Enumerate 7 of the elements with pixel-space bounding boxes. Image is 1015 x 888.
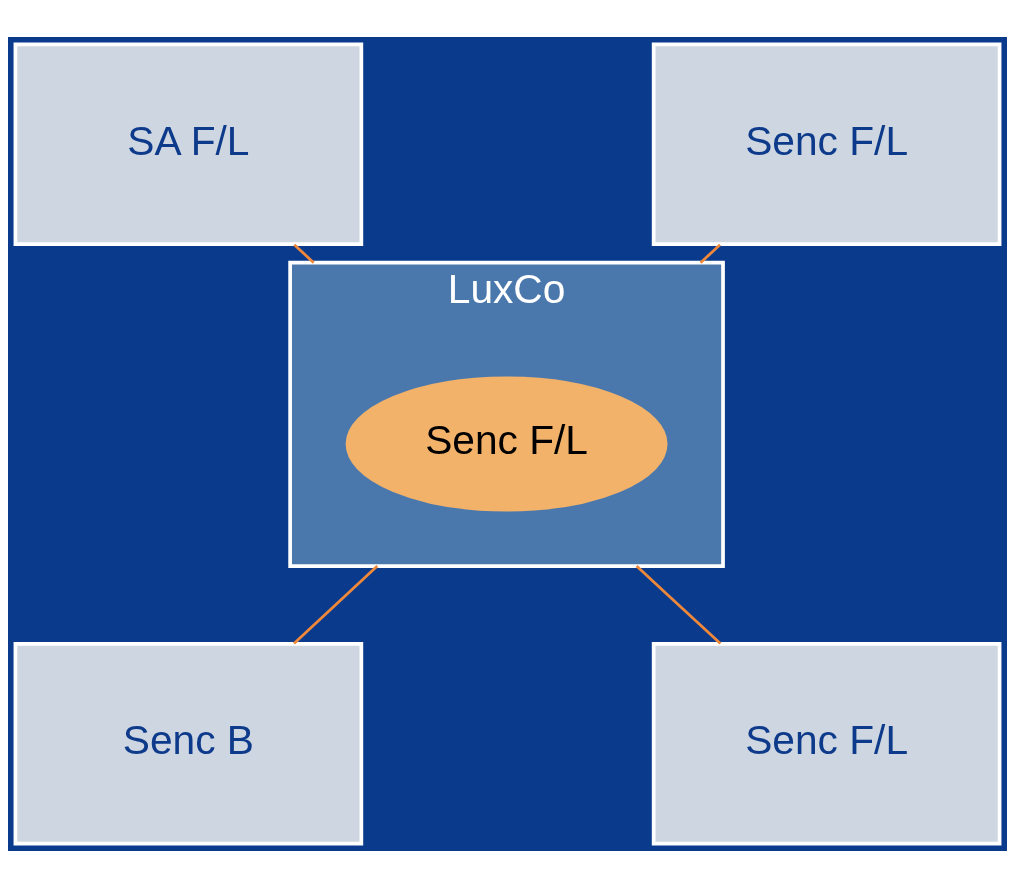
node-box: SA F/L xyxy=(13,42,364,247)
node-box: Senc B xyxy=(13,641,364,846)
node-ellipse: Senc F/L xyxy=(345,376,668,512)
node-box: Senc F/L xyxy=(651,42,1002,247)
node-box: Senc F/L xyxy=(651,641,1002,846)
connector xyxy=(635,565,722,645)
connector xyxy=(293,565,379,645)
